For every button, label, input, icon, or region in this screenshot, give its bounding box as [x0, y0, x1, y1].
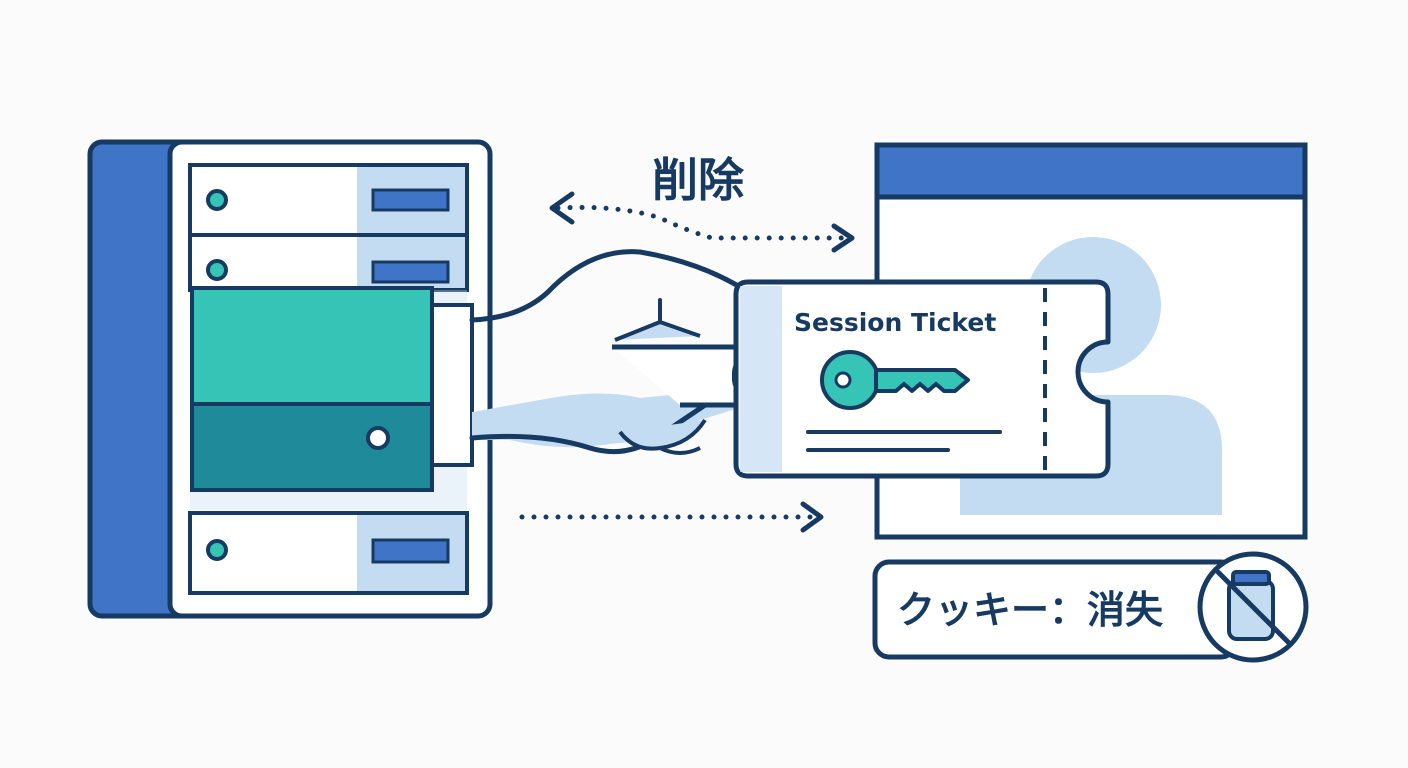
top-dotted-arrow [549, 191, 855, 253]
prohibited-icon [1197, 551, 1309, 663]
server-slot-1 [188, 163, 469, 237]
bottom-dotted-arrow [519, 501, 824, 533]
hand-icon [469, 249, 785, 455]
server-slot-2 [188, 233, 469, 292]
cookie-status-badge: クッキー：消失 [872, 551, 1309, 663]
server-rack-icon [87, 139, 493, 619]
action-label: 削除 [652, 153, 745, 207]
key-icon [820, 350, 970, 410]
server-slot-4 [188, 511, 469, 595]
cookie-status-label: クッキー：消失 [897, 588, 1164, 632]
ticket-title: Session Ticket [794, 308, 996, 337]
server-slot-pulled [190, 286, 474, 510]
session-ticket: Session Ticket [733, 279, 1111, 479]
